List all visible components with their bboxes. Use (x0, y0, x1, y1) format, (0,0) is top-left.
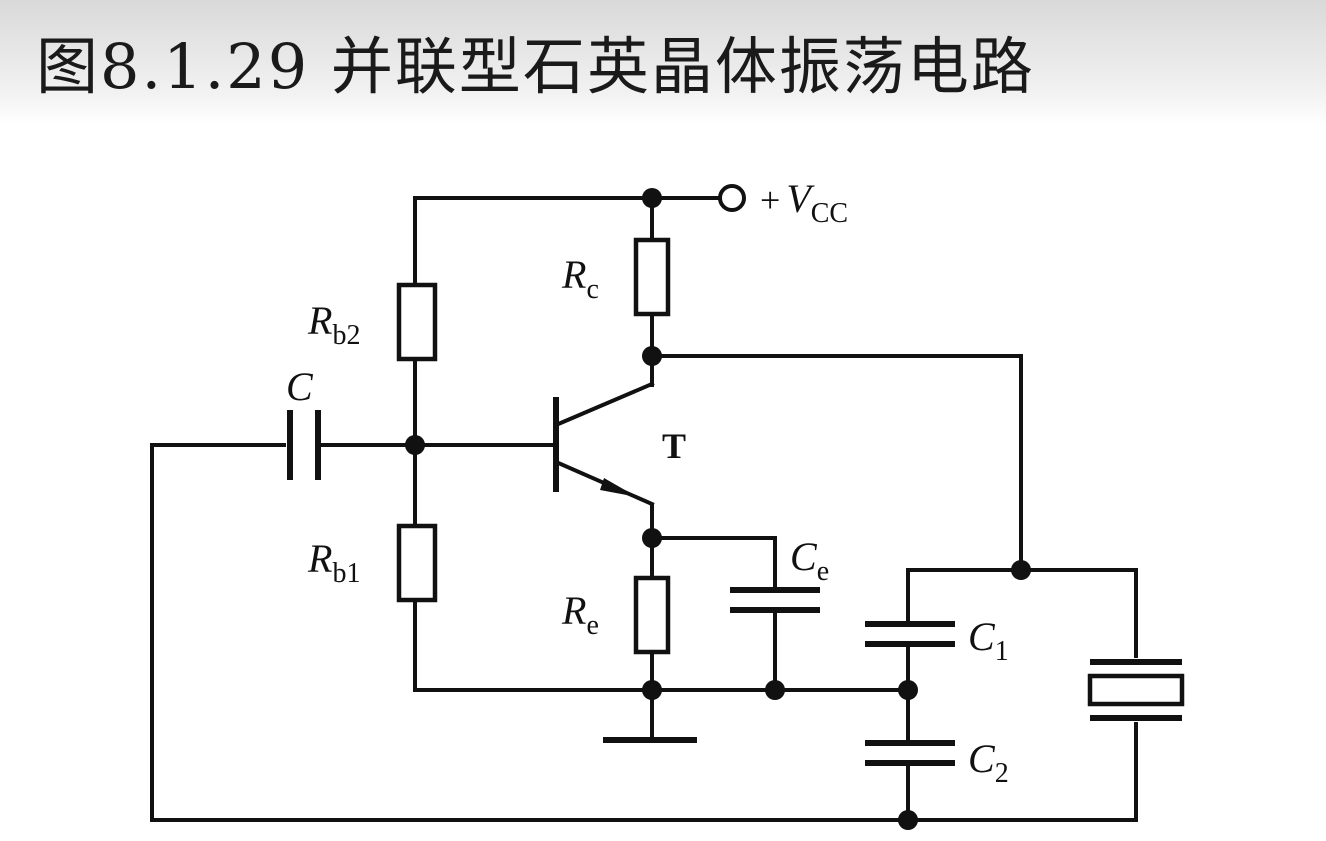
label-rb1: Rb1 (307, 536, 360, 589)
wire-collector-to-crystal (650, 354, 1023, 572)
capacitor-c1 (865, 621, 955, 647)
label-transistor: T (662, 426, 686, 466)
label-c: C (286, 364, 314, 409)
capacitor-c (286, 410, 321, 480)
label-rc: Rc (561, 252, 599, 305)
capacitor-c2 (865, 740, 955, 766)
transistor-t (553, 381, 655, 507)
label-rb2: Rb2 (307, 298, 360, 351)
label-re: Re (561, 588, 599, 641)
label-c2: C2 (968, 736, 1009, 789)
figure-title: 图8.1.29 并联型石英晶体振荡电路 (36, 30, 1035, 103)
label-c1: C1 (968, 614, 1009, 667)
resistor-rb2 (396, 282, 438, 362)
quartz-crystal (1087, 658, 1185, 722)
title-bar (0, 0, 1326, 125)
vcc-terminal (718, 184, 746, 212)
capacitor-ce (730, 587, 822, 613)
wire-feedback-loop (150, 443, 1138, 822)
junction-dots (405, 188, 1031, 830)
wire-crystal-top (906, 568, 1138, 664)
label-vcc: +VCC (760, 176, 848, 229)
resistor-rb1 (396, 523, 438, 603)
wire-emitter-to-ce (650, 536, 777, 692)
resistor-rc (633, 237, 671, 317)
resistor-re (633, 575, 671, 655)
label-ce: Ce (790, 534, 829, 587)
